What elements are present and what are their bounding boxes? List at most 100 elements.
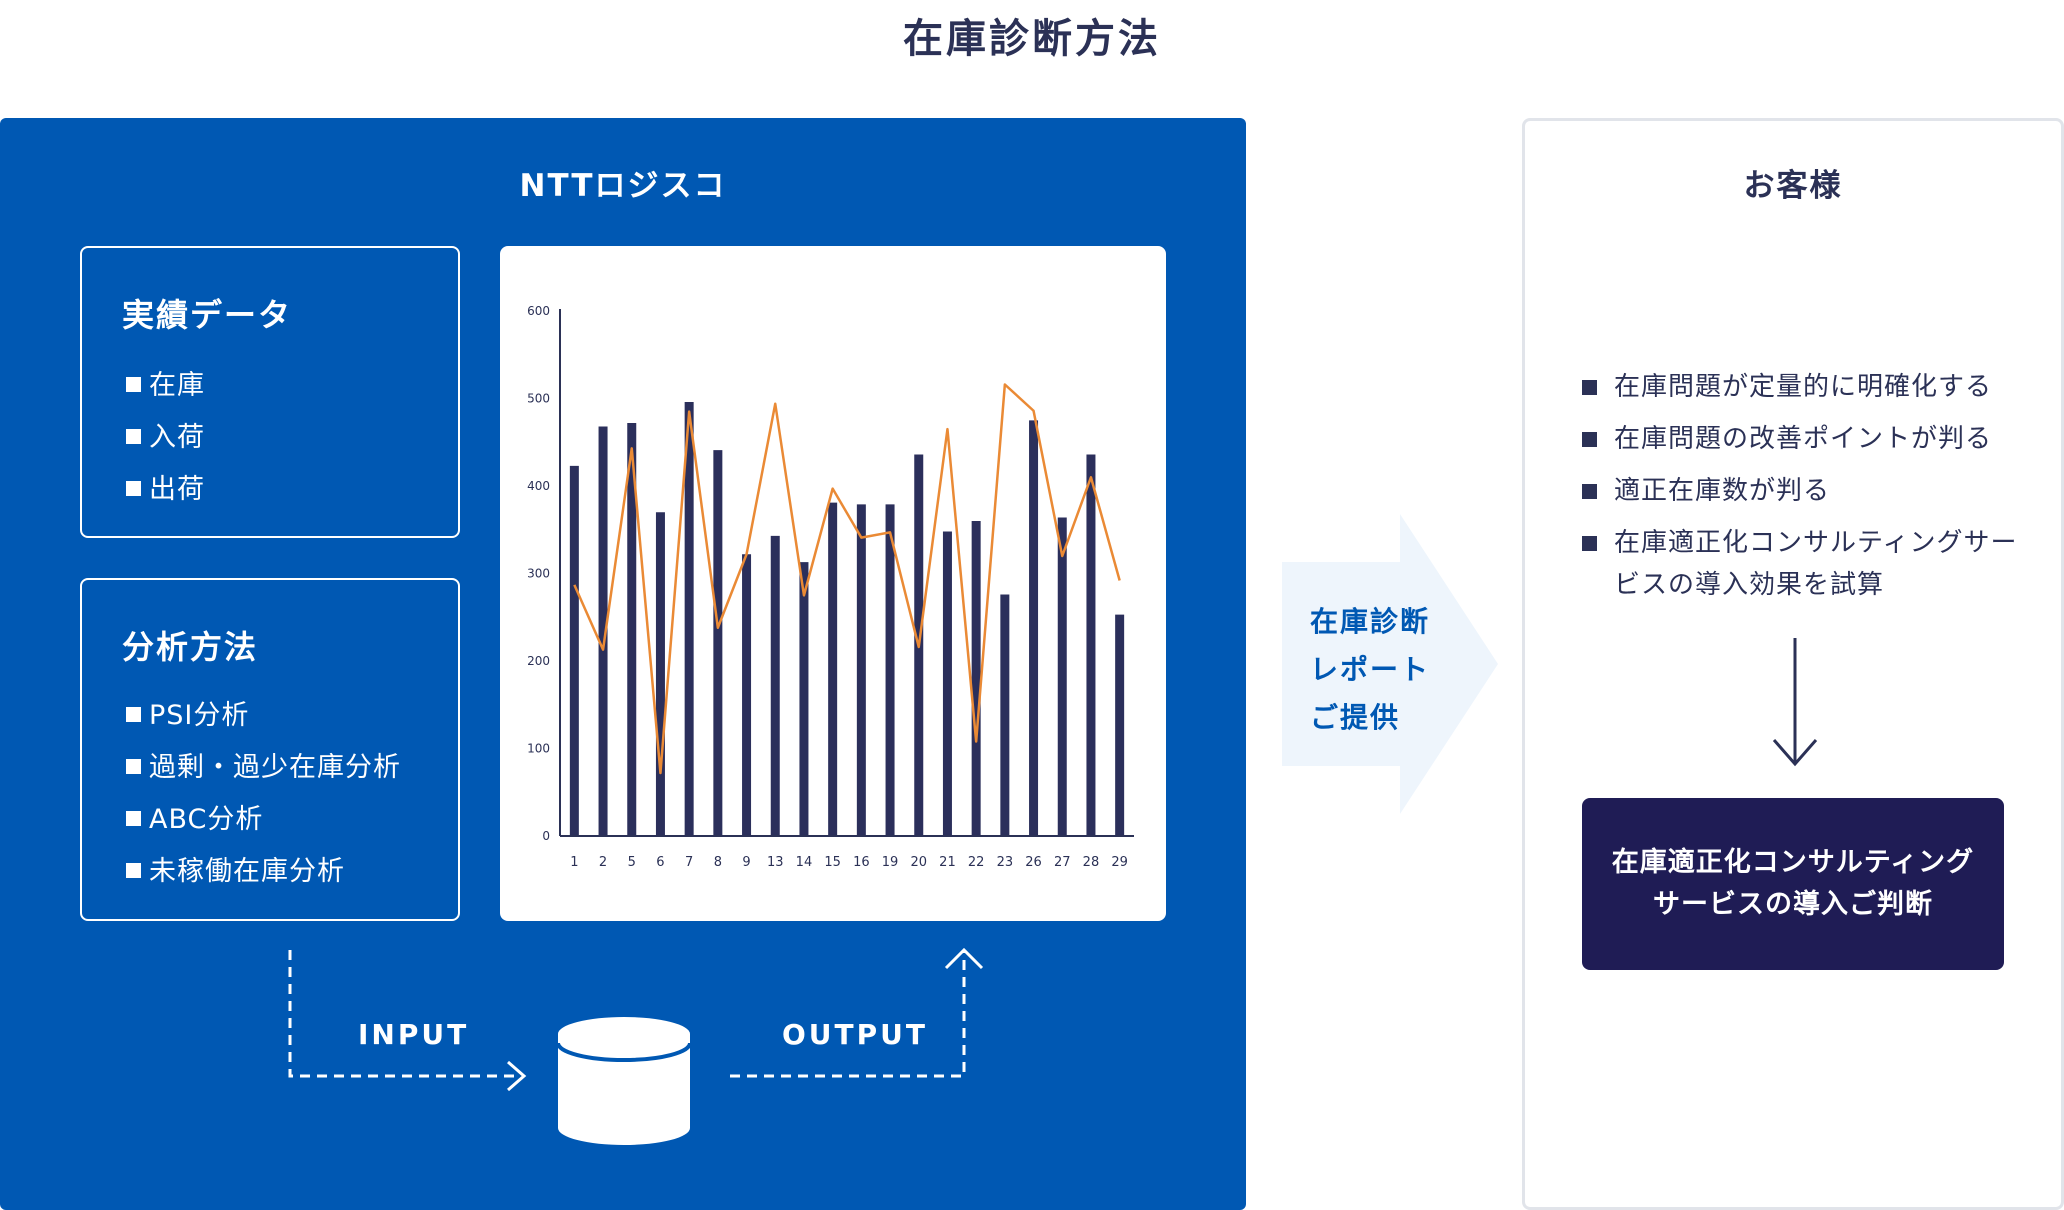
benefit-label: 在庫適正化コンサルティングサービスの導入効果を試算: [1614, 528, 2018, 600]
x-tick-label: 26: [1025, 855, 1042, 870]
performance-data-list: 在庫 入荷 出荷: [126, 360, 205, 516]
benefit-item: 在庫適正化コンサルティングサービスの導入効果を試算: [1580, 522, 2030, 606]
x-tick-label: 22: [968, 855, 985, 870]
bar: [770, 535, 780, 836]
customer-title: お客様: [1743, 168, 1843, 204]
decision-line: 在庫適正化コンサルティング: [1611, 847, 1975, 878]
decision-line: サービスの導入ご判断: [1653, 889, 1933, 920]
input-arrowhead-icon: [507, 1060, 527, 1092]
x-tick-label: 7: [685, 855, 693, 870]
list-item: 未稼働在庫分析: [126, 846, 401, 898]
x-tick-label: 27: [1054, 855, 1071, 870]
benefit-item: 在庫問題が定量的に明確化する: [1580, 366, 2030, 408]
y-tick-label: 200: [527, 654, 550, 668]
x-tick-label: 9: [742, 855, 750, 870]
list-item: 過剰・過少在庫分析: [126, 742, 401, 794]
analysis-method-heading: 分析方法: [122, 628, 259, 666]
bar: [885, 504, 895, 836]
square-bullet-icon: [126, 863, 141, 878]
square-bullet-icon: [1582, 432, 1597, 447]
x-tick-label: 20: [910, 855, 927, 870]
bar: [569, 465, 579, 836]
bar: [799, 562, 809, 836]
x-tick-label: 5: [628, 855, 636, 870]
line-series: [573, 383, 1121, 775]
y-tick-label: 300: [527, 567, 550, 581]
bar: [1086, 454, 1096, 836]
arrow-label-line: ご提供: [1310, 701, 1401, 734]
x-tick-label: 28: [1083, 855, 1100, 870]
square-bullet-icon: [126, 707, 141, 722]
bar: [942, 531, 952, 836]
input-label: INPUT: [358, 1018, 470, 1051]
square-bullet-icon: [126, 481, 141, 496]
x-tick-label: 8: [714, 855, 722, 870]
square-bullet-icon: [1582, 484, 1597, 499]
x-tick-label: 6: [656, 855, 664, 870]
benefit-label: 在庫問題が定量的に明確化する: [1614, 372, 1993, 402]
x-tick-label: 15: [824, 855, 841, 870]
y-tick-label: 400: [527, 479, 550, 493]
benefit-label: 在庫問題の改善ポイントが判る: [1614, 424, 1993, 454]
x-tick-label: 19: [882, 855, 899, 870]
ntt-logisco-title: NTTロジスコ: [519, 168, 727, 204]
list-item-label: PSI分析: [149, 700, 250, 731]
bar: [713, 450, 723, 836]
x-tick-label: 1: [570, 855, 578, 870]
y-tick-label: 0: [542, 829, 550, 843]
bar: [627, 423, 637, 836]
x-tick-label: 14: [796, 855, 813, 870]
page-title: 在庫診断方法: [903, 16, 1161, 62]
bar: [598, 426, 608, 836]
output-label: OUTPUT: [782, 1018, 928, 1051]
list-item: PSI分析: [126, 690, 401, 742]
down-arrow-icon: [1772, 638, 1818, 767]
y-tick-label: 100: [527, 742, 550, 756]
analysis-method-list: PSI分析 過剰・過少在庫分析 ABC分析 未稼働在庫分析: [126, 690, 401, 898]
list-item: 在庫: [126, 360, 205, 412]
list-item: 出荷: [126, 464, 205, 516]
square-bullet-icon: [126, 429, 141, 444]
report-arrow-icon: [1282, 514, 1498, 814]
list-item-label: 出荷: [149, 474, 205, 505]
bar: [684, 402, 694, 836]
arrow-label-line: レポート: [1310, 653, 1431, 686]
list-item: 入荷: [126, 412, 205, 464]
list-item-label: 入荷: [149, 422, 205, 453]
analysis-method-box: 分析方法 PSI分析 過剰・過少在庫分析 ABC分析 未稼働在庫分析: [80, 578, 460, 921]
square-bullet-icon: [1582, 536, 1597, 551]
bar: [1115, 614, 1125, 836]
x-tick-label: 13: [767, 855, 784, 870]
data-flow-diagram: [288, 947, 984, 1145]
y-tick-label: 500: [527, 392, 550, 406]
bar: [742, 554, 752, 836]
bar: [1000, 594, 1010, 836]
list-item-label: 未稼働在庫分析: [149, 856, 345, 887]
benefit-list: 在庫問題が定量的に明確化する 在庫問題の改善ポイントが判る 適正在庫数が判る 在…: [1580, 366, 2030, 616]
bar: [655, 512, 665, 836]
bar: [971, 521, 981, 836]
benefit-item: 在庫問題の改善ポイントが判る: [1580, 418, 2030, 460]
database-icon: [556, 1017, 692, 1145]
output-arrowhead-icon: [944, 947, 984, 970]
bar: [856, 504, 866, 836]
benefit-item: 適正在庫数が判る: [1580, 470, 2030, 512]
performance-data-heading: 実績データ: [122, 296, 293, 334]
x-tick-label: 2: [599, 855, 607, 870]
customer-panel: [1522, 118, 2064, 1210]
x-tick-label: 29: [1111, 855, 1128, 870]
square-bullet-icon: [1582, 380, 1597, 395]
consulting-decision-box: 在庫適正化コンサルティング サービスの導入ご判断: [1582, 798, 2004, 970]
bar: [828, 502, 838, 836]
y-tick-label: 600: [527, 304, 550, 318]
x-tick-label: 23: [997, 855, 1014, 870]
list-item-label: 過剰・過少在庫分析: [149, 752, 401, 783]
benefit-label: 適正在庫数が判る: [1614, 476, 1831, 506]
output-dashed-arrow: [730, 952, 966, 1078]
x-tick-label: 16: [853, 855, 870, 870]
list-item-label: ABC分析: [149, 804, 264, 835]
report-provision-label: 在庫診断 レポート ご提供: [1310, 598, 1430, 742]
square-bullet-icon: [126, 759, 141, 774]
